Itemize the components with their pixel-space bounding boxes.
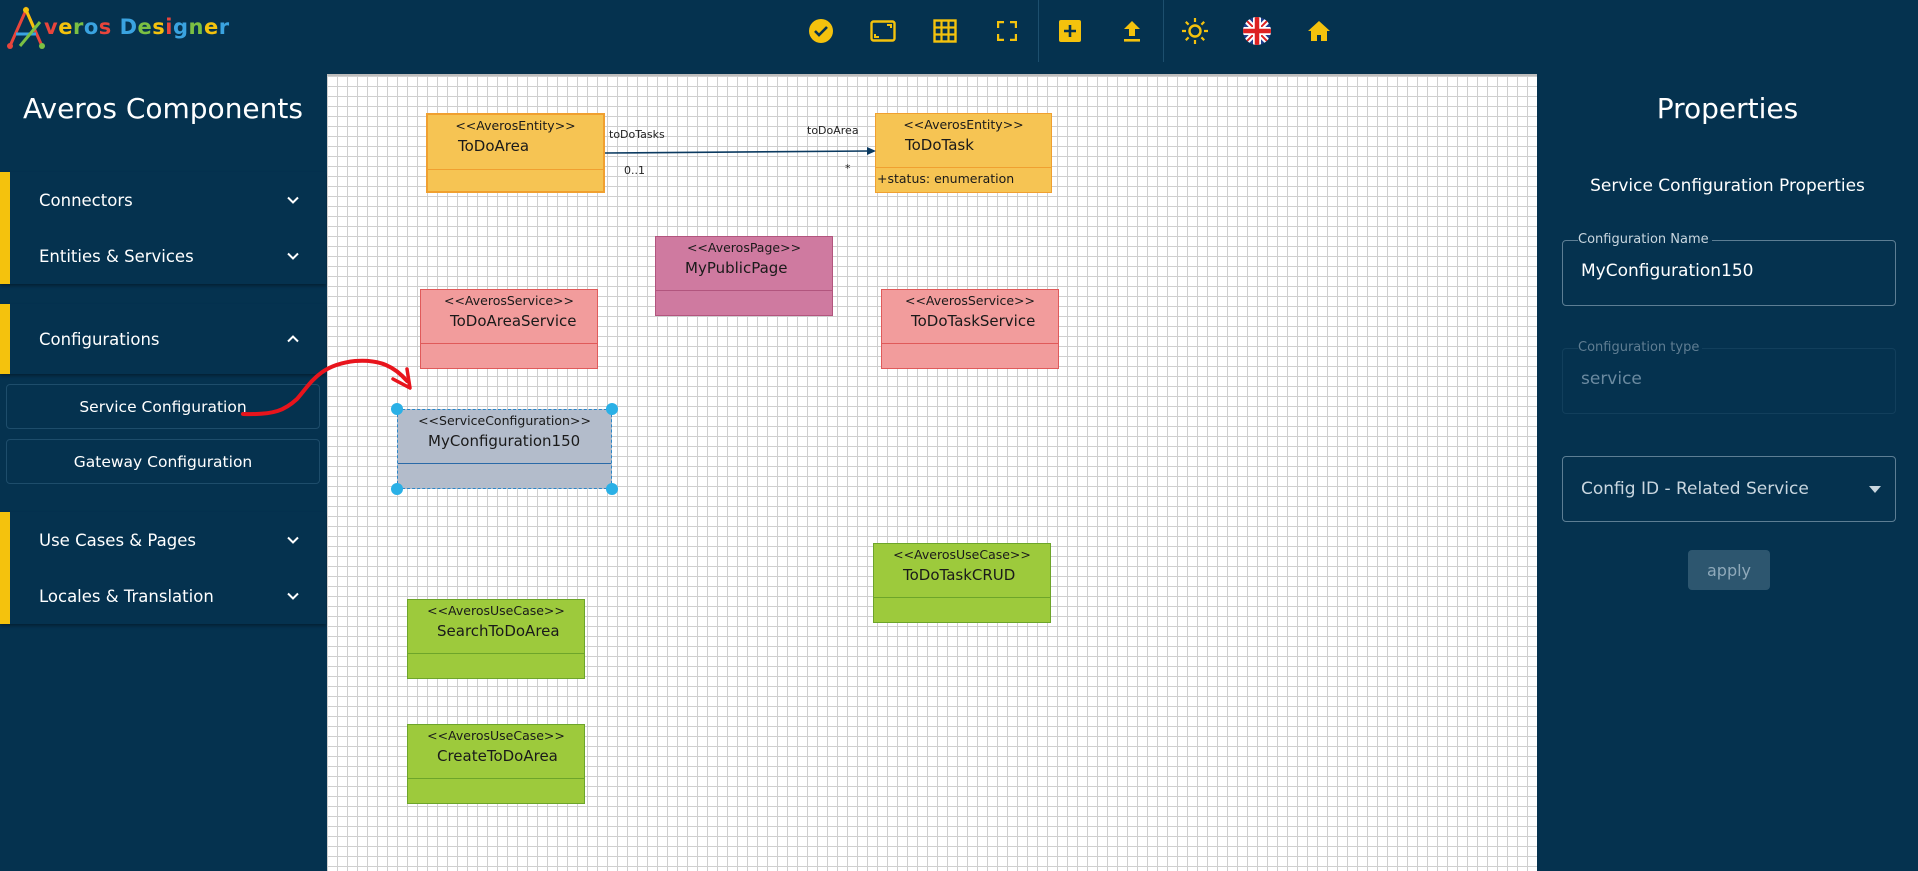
service-todotaskservice[interactable]: <<AverosService>> ToDoTaskService xyxy=(881,289,1059,369)
usecase-searchtodoarea[interactable]: <<AverosUseCase>> SearchToDoArea xyxy=(407,599,585,679)
entity-todotask[interactable]: <<AverosEntity>> ToDoTask +status: enume… xyxy=(875,113,1052,193)
toolbar-divider xyxy=(1038,0,1039,62)
grid-icon[interactable] xyxy=(914,0,976,62)
group-usecases-locales: Use Cases & Pages Locales & Translation xyxy=(0,512,326,624)
compartment-divider xyxy=(656,290,832,291)
chevron-up-icon xyxy=(287,335,299,343)
components-panel: Averos Components Connectors Entities & … xyxy=(0,62,326,869)
resize-handle-top-left[interactable] xyxy=(391,403,403,415)
top-bar: veros Designer xyxy=(0,0,1918,62)
group-locales-translation[interactable]: Locales & Translation xyxy=(10,568,326,624)
averos-logo-icon xyxy=(6,4,46,50)
main-toolbar xyxy=(790,0,1350,62)
compartment-divider xyxy=(398,463,611,464)
configuration-type-field: Configuration type service xyxy=(1562,340,1896,414)
association-target-role: toDoArea xyxy=(807,124,859,137)
group-configurations-label: Configurations xyxy=(39,329,160,349)
compartment-divider xyxy=(876,167,1051,168)
group-connectors-entities: Connectors Entities & Services xyxy=(0,172,326,284)
related-service-select[interactable]: Config ID - Related Service xyxy=(1562,456,1896,522)
apply-button[interactable]: apply xyxy=(1688,550,1770,590)
fit-screen-icon[interactable] xyxy=(852,0,914,62)
group-entities-services[interactable]: Entities & Services xyxy=(10,228,326,284)
home-icon[interactable] xyxy=(1288,0,1350,62)
compartment-divider xyxy=(882,343,1058,344)
dropdown-arrow-icon xyxy=(1869,486,1881,493)
chevron-down-icon xyxy=(287,592,299,600)
service-configuration-item[interactable]: Service Configuration xyxy=(6,384,320,429)
compartment-divider xyxy=(428,169,603,170)
stereotype-label: <<AverosPage>> xyxy=(686,240,802,255)
upload-icon[interactable] xyxy=(1101,0,1163,62)
components-panel-title: Averos Components xyxy=(23,92,303,125)
compartment-divider xyxy=(408,653,584,654)
stereotype-label: <<ServiceConfiguration>> xyxy=(418,413,591,428)
stereotype-label: <<AverosEntity>> xyxy=(903,117,1024,132)
properties-panel-title: Properties xyxy=(1656,92,1799,125)
page-mypublicpage[interactable]: <<AverosPage>> MyPublicPage xyxy=(655,236,833,316)
resize-handle-bottom-left[interactable] xyxy=(391,483,403,495)
app-title: veros Designer xyxy=(44,15,230,39)
group-connectors[interactable]: Connectors xyxy=(10,172,326,228)
group-use-cases-pages[interactable]: Use Cases & Pages xyxy=(10,512,326,568)
related-service-placeholder: Config ID - Related Service xyxy=(1581,479,1809,499)
stereotype-label: <<AverosService>> xyxy=(443,293,575,308)
entity-attribute: +status: enumeration xyxy=(877,171,1015,186)
configuration-type-value: service xyxy=(1581,369,1642,389)
compartment-divider xyxy=(408,778,584,779)
configuration-name-label: Configuration Name xyxy=(1578,232,1712,247)
association-target-multiplicity: * xyxy=(845,162,851,175)
association-source-multiplicity: 0..1 xyxy=(624,164,645,177)
group-connectors-label: Connectors xyxy=(39,190,133,210)
element-name: ToDoAreaService xyxy=(450,312,577,330)
chevron-down-icon xyxy=(287,252,299,260)
app-logo: veros Designer xyxy=(6,4,230,50)
stereotype-label: <<AverosUseCase>> xyxy=(427,728,565,743)
brightness-icon[interactable] xyxy=(1164,0,1226,62)
chevron-down-icon xyxy=(287,536,299,544)
uk-flag-icon[interactable] xyxy=(1226,0,1288,62)
configuration-type-label: Configuration type xyxy=(1578,340,1703,355)
stereotype-label: <<AverosUseCase>> xyxy=(427,603,565,618)
diagram-canvas[interactable]: <<AverosEntity>> ToDoArea <<AverosEntity… xyxy=(327,74,1537,871)
entity-todoarea[interactable]: <<AverosEntity>> ToDoArea xyxy=(426,113,605,193)
group-use-cases-pages-label: Use Cases & Pages xyxy=(39,530,196,550)
add-box-icon[interactable] xyxy=(1039,0,1101,62)
resize-handle-top-right[interactable] xyxy=(606,403,618,415)
group-locales-translation-label: Locales & Translation xyxy=(39,586,214,606)
properties-panel-subtitle: Service Configuration Properties xyxy=(1590,176,1865,196)
service-todoareaservice[interactable]: <<AverosService>> ToDoAreaService xyxy=(420,289,598,369)
fullscreen-icon[interactable] xyxy=(976,0,1038,62)
toolbar-divider xyxy=(1163,0,1164,62)
element-name: SearchToDoArea xyxy=(437,622,560,640)
stereotype-label: <<AverosUseCase>> xyxy=(893,547,1031,562)
resize-handle-bottom-right[interactable] xyxy=(606,483,618,495)
association-arrow[interactable] xyxy=(605,146,877,160)
element-name: ToDoArea xyxy=(458,137,530,155)
element-name: MyPublicPage xyxy=(685,259,788,277)
element-name: ToDoTask xyxy=(905,136,974,154)
element-name: MyConfiguration150 xyxy=(428,432,581,450)
stereotype-label: <<AverosService>> xyxy=(904,293,1036,308)
group-configurations-box: Configurations xyxy=(0,304,326,374)
usecase-createtodoarea[interactable]: <<AverosUseCase>> CreateToDoArea xyxy=(407,724,585,804)
stereotype-label: <<AverosEntity>> xyxy=(455,118,576,133)
group-configurations[interactable]: Configurations xyxy=(10,304,326,374)
chevron-down-icon xyxy=(287,196,299,204)
element-name: CreateToDoArea xyxy=(437,747,558,765)
properties-panel: Properties Service Configuration Propert… xyxy=(1537,62,1918,869)
service-configuration-myconfiguration150[interactable]: <<ServiceConfiguration>> MyConfiguration… xyxy=(397,409,612,489)
association-source-role: toDoTasks xyxy=(609,128,665,141)
gateway-configuration-item[interactable]: Gateway Configuration xyxy=(6,439,320,484)
element-name: ToDoTaskCRUD xyxy=(903,566,1016,584)
element-name: ToDoTaskService xyxy=(911,312,1036,330)
group-entities-services-label: Entities & Services xyxy=(39,246,194,266)
compartment-divider xyxy=(421,343,597,344)
check-circle-icon[interactable] xyxy=(790,0,852,62)
configuration-name-field[interactable]: Configuration Name MyConfiguration150 xyxy=(1562,232,1896,306)
usecase-todotaskcrud[interactable]: <<AverosUseCase>> ToDoTaskCRUD xyxy=(873,543,1051,623)
compartment-divider xyxy=(874,597,1050,598)
configuration-name-value[interactable]: MyConfiguration150 xyxy=(1581,261,1754,281)
